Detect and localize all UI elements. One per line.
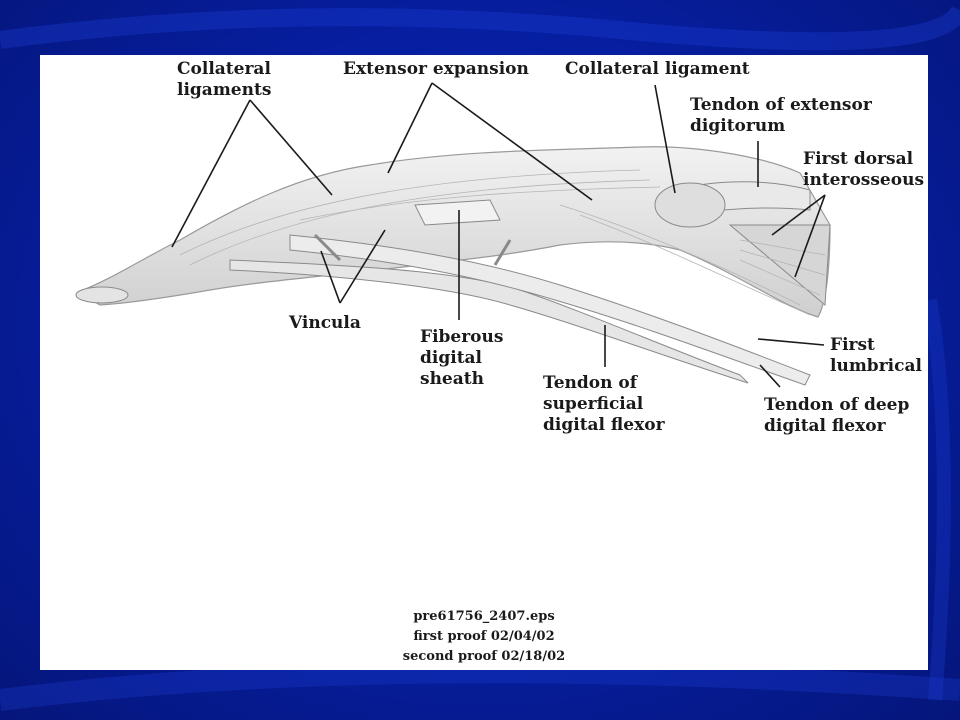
label-collateral-ligaments: Collateral ligaments — [177, 59, 272, 100]
vinculum-1 — [313, 233, 342, 262]
fingertip — [75, 286, 129, 304]
label-tendon-superficial-flexor: Tendon of superficial digital flexor — [543, 373, 665, 435]
superficial-flexor-tendon — [229, 259, 749, 384]
label-first-lumbrical: First lumbrical — [830, 335, 922, 376]
vinculum-2 — [493, 239, 512, 266]
proof-info: pre61756_2407.eps first proof 02/04/02 s… — [40, 607, 928, 667]
interosseous-muscle — [728, 224, 831, 307]
proof-second: second proof 02/18/02 — [402, 649, 566, 664]
label-collateral-ligament: Collateral ligament — [565, 59, 750, 79]
proof-first: first proof 02/04/02 — [413, 629, 555, 644]
label-tendon-deep-flexor: Tendon of deep digital flexor — [764, 395, 910, 436]
label-vincula: Vincula — [289, 313, 361, 333]
label-extensor-expansion: Extensor expansion — [343, 59, 529, 79]
deep-flexor-tendon — [289, 234, 811, 386]
proof-filename: pre61756_2407.eps — [413, 609, 555, 624]
leader-lines — [171, 82, 826, 388]
muscle-texture — [179, 169, 826, 316]
label-tendon-extensor-digitorum: Tendon of extensor digitorum — [690, 95, 872, 136]
slide-canvas: Collateral ligaments Extensor expansion … — [40, 55, 928, 670]
label-first-dorsal-interosseous: First dorsal interosseous — [803, 149, 925, 190]
collateral-ligament-shape — [654, 182, 726, 228]
fibrous-sheath — [414, 199, 501, 226]
finger-anatomy-illustration — [75, 82, 831, 388]
label-fiberous-digital-sheath: Fiberous digital sheath — [420, 327, 504, 389]
